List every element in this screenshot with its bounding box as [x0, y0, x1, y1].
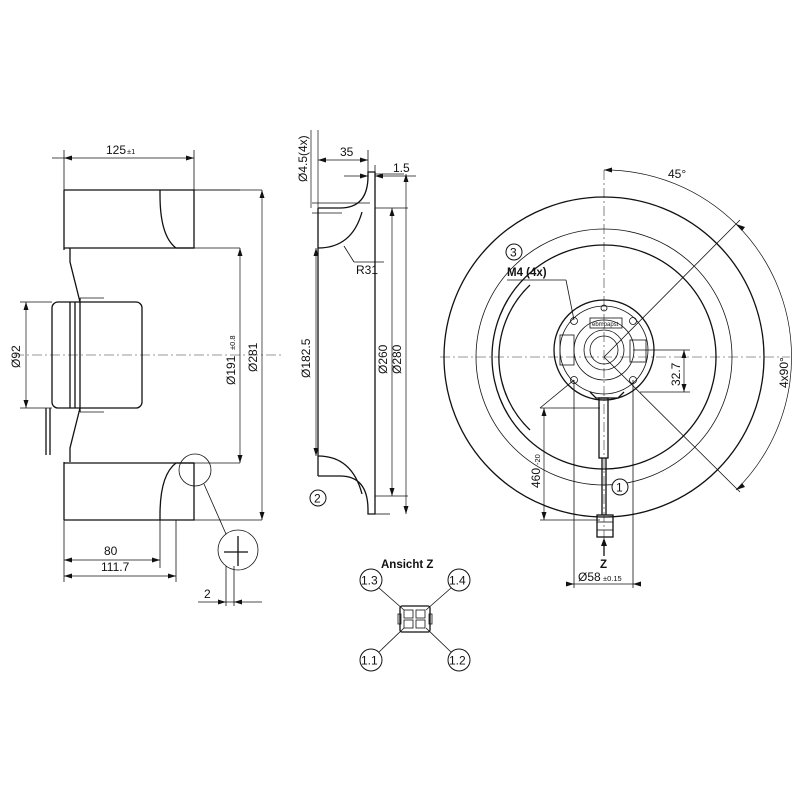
dim-460-tol: -20	[533, 454, 542, 465]
dim-80-label: 80	[104, 544, 118, 558]
pin-1-1: 1.1	[359, 648, 383, 672]
dim-35-label: 35	[340, 145, 354, 159]
dim-58-tol: ±0.15	[603, 574, 622, 583]
pin-1-3: 1.3	[359, 568, 383, 592]
dim-191-label: Ø191	[224, 355, 238, 385]
svg-text:1.3: 1.3	[361, 574, 378, 588]
pin-1-2: 1.2	[447, 648, 471, 672]
view-z-marker: Z	[600, 559, 607, 571]
connector-body	[399, 605, 431, 633]
callout-3: 3	[505, 243, 523, 261]
dim-280-label: Ø280	[390, 344, 404, 374]
svg-text:2: 2	[314, 492, 321, 506]
front-view: ebmpapst 45° 4x90° 3 M4 (4x)	[440, 167, 792, 588]
dim-r31-label: R31	[356, 263, 378, 277]
dim-182-5-label: Ø182.5	[299, 338, 313, 378]
svg-text:1.1: 1.1	[361, 654, 378, 668]
dim-281-label: Ø281	[246, 342, 260, 372]
svg-text:3: 3	[510, 246, 517, 260]
outer-ring	[443, 196, 765, 518]
svg-text:1: 1	[616, 481, 623, 495]
side-view: 125 ±1 Ø92 Ø191 ±0.8 Ø281 80 111.7	[9, 143, 282, 606]
dim-125-label: 125	[106, 143, 126, 157]
dim-hole-label: Ø4.5(4x)	[296, 135, 310, 182]
dim-460-label: 460	[529, 468, 543, 488]
brand-label-text: ebmpapst	[592, 322, 619, 328]
dim-4x90-label: 4x90°	[777, 357, 791, 388]
motor-hub	[51, 301, 143, 409]
dim-2-label: 2	[204, 587, 211, 601]
dim-191-tol: ±0.8	[228, 335, 237, 350]
dim-58-label: Ø58	[578, 570, 601, 584]
svg-text:1.2: 1.2	[449, 654, 466, 668]
inlet-nozzle-section: Ø4.5(4x) 35 1.5 R31 Ø182.5 Ø260 Ø280	[296, 130, 416, 515]
inlet-ring	[491, 244, 717, 470]
callout-2: 2	[309, 489, 327, 507]
dim-125-tol: ±1	[127, 147, 135, 156]
dim-1-5-label: 1.5	[393, 161, 410, 175]
brand-label	[589, 317, 623, 329]
dim-260-label: Ø260	[376, 344, 390, 374]
svg-text:1.4: 1.4	[449, 574, 466, 588]
pin-1-4: 1.4	[447, 568, 471, 592]
connector-view-z: Ansicht Z 1.3 1.4 1.1 1.2	[359, 559, 471, 672]
connector-view-title: Ansicht Z	[381, 559, 433, 571]
dim-111-7-label: 111.7	[101, 560, 130, 574]
callout-1: 1	[611, 478, 629, 496]
thread-m4-label: M4 (4x)	[507, 267, 547, 279]
dim-32-7-label: 32.7	[669, 362, 683, 386]
dim-45-label: 45°	[668, 167, 686, 181]
dim-92-label: Ø92	[9, 345, 23, 368]
connector	[596, 514, 614, 538]
detail-circle	[217, 529, 259, 571]
